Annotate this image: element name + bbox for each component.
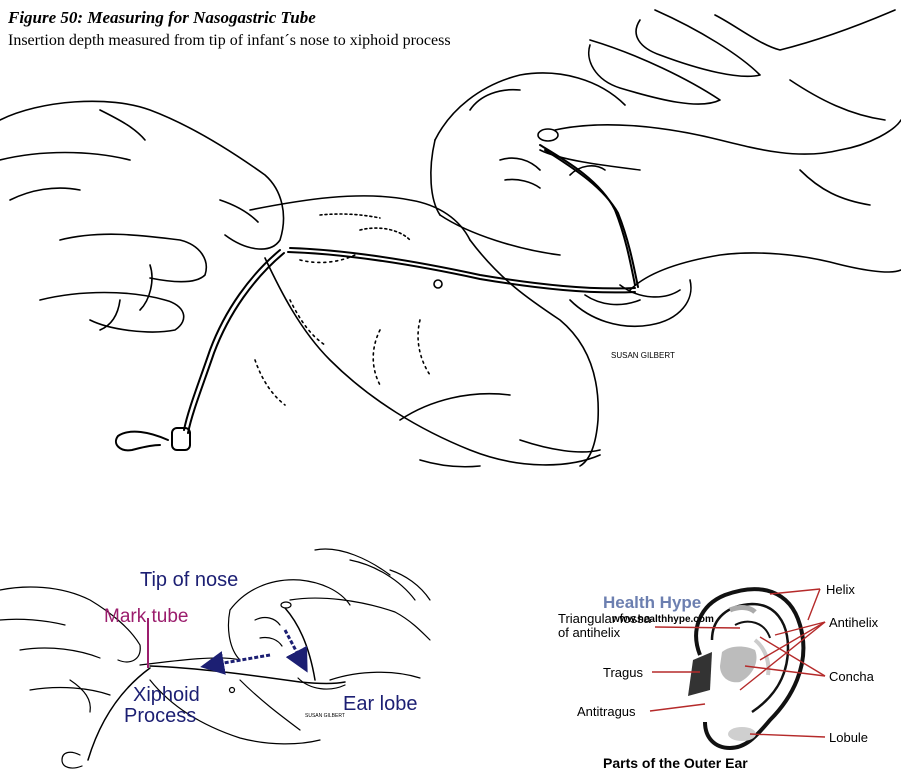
ear-diagram-title: Parts of the Outer Ear: [603, 755, 748, 771]
ear-to-xiphoid-arrow: [212, 655, 270, 665]
label-tip-of-nose: Tip of nose: [140, 569, 238, 591]
label-helix: Helix: [826, 582, 855, 597]
label-xiphoid: Xiphoid: [133, 684, 200, 706]
label-mark-tube: Mark tube: [104, 606, 188, 627]
right-hand-drawing: [540, 10, 901, 297]
ear-tragus-shape: [688, 652, 712, 696]
main-artist-credit: SUSAN GILBERT: [611, 351, 675, 360]
label-triangular-fossa-1: Triangular fossa: [558, 611, 651, 626]
label-antihelix: Antihelix: [829, 615, 879, 630]
label-process: Process: [124, 705, 196, 727]
nose-to-ear-arrow: [285, 630, 302, 662]
infant-body-drawing: [250, 196, 600, 467]
label-lobule: Lobule: [829, 730, 868, 745]
label-concha: Concha: [829, 669, 875, 684]
nasogastric-tube-drawing: [116, 145, 638, 450]
ear-brand-text: Health Hype: [603, 593, 701, 612]
label-tragus: Tragus: [603, 665, 643, 680]
label-ear-lobe: Ear lobe: [343, 693, 418, 715]
main-infant-illustration: [0, 10, 901, 467]
label-antitragus: Antitragus: [577, 704, 636, 719]
left-hand-drawing: [0, 101, 284, 332]
small-artist-credit: SUSAN GILBERT: [305, 713, 345, 719]
label-triangular-fossa-2: of antihelix: [558, 625, 621, 640]
ear-diagram: Health Hype www.healthhype.com Helix Tri…: [558, 582, 879, 771]
infant-head-drawing: [431, 73, 691, 326]
